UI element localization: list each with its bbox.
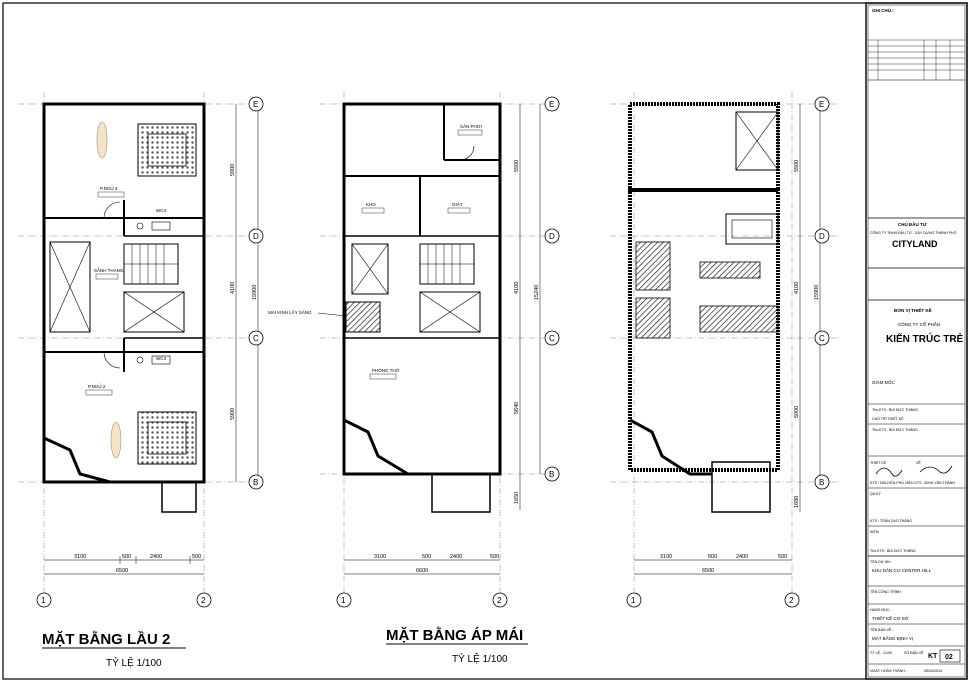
room-kho: KHO (366, 202, 376, 207)
tb-ngay: 05/04/2014 (924, 669, 942, 673)
dim-5500-c: 5500 (794, 160, 800, 172)
tb-chu-tri-label: CHỦ TRÌ THIẾT KẾ (872, 416, 904, 421)
plan2-title: MẶT BẰNG ÁP MÁI (386, 626, 523, 644)
dim-500-e: 500 (708, 554, 717, 560)
tb-ghi-chu: GHI CHÚ : (872, 7, 894, 13)
dim-6600-b: 6600 (416, 568, 428, 574)
room-wc3: WC3 (156, 356, 166, 361)
axis-2-1: 2 (201, 596, 206, 605)
plan-roof: 3100 500 2400 500 6500 5500 4100 5900 16… (610, 92, 840, 608)
tb-cdt-company: CÔNG TY TNHH ĐẦU TƯ - XÂY DỰNG THÀNH PHỐ (870, 230, 957, 235)
axis-1-3: 1 (631, 596, 636, 605)
room-san-phoi: SÂN PHƠI (460, 123, 482, 129)
tb-giam-doc: GIÁM ĐỐC (872, 379, 896, 385)
tb-ban-ve: MẶT BẰNG ĐỊNH VỊ (872, 634, 913, 641)
tb-kiem: KIỂM (870, 529, 879, 534)
dim-15900-c: 15900 (814, 285, 820, 300)
axis-d-3: D (819, 232, 825, 241)
axis-1-1: 1 (41, 596, 46, 605)
dim-500-b: 500 (192, 554, 201, 560)
tb-kt-no: 02 (945, 654, 953, 661)
plan2-scale: TỶ LỆ 1/100 (452, 652, 508, 665)
dim-6500-a: 6500 (116, 568, 128, 574)
axis-b-2: B (549, 470, 554, 479)
dim-1680-c: 1680 (794, 496, 800, 508)
axis-2-2: 2 (497, 596, 502, 605)
title-block: GHI CHÚ : CHỦ ĐẦU TƯ CÔNG TY TNHH ĐẦU TƯ… (865, 2, 968, 680)
tb-so-ban-ve: SỐ BẢN VẼ (904, 650, 924, 655)
tb-chu-tri: Ths.KTS : BÙI ĐỨC THẮNG (872, 407, 918, 412)
room-giat: GIẶT (452, 201, 463, 207)
dim-3100-b: 3100 (374, 554, 386, 560)
tb-thiet-ke: THIẾT KẾ (870, 460, 887, 465)
dim-4100-a: 4100 (230, 282, 236, 294)
tb-kiem-name: Ths.KTS : BÙI ĐỨC THẮNG (870, 548, 916, 553)
tb-ve: VẼ (916, 460, 921, 465)
axis-1-2: 1 (341, 596, 346, 605)
tb-qa-name: KTS : TRẦN CAO THẮNG (870, 518, 912, 523)
tb-don-vi: ĐƠN VỊ THIẾT KẾ (894, 307, 932, 313)
axis-b-3: B (819, 478, 824, 487)
dim-5900-a: 5900 (230, 164, 236, 176)
room-phong-tho: PHÒNG THỜ (372, 367, 400, 373)
tb-kt: KT (928, 653, 938, 660)
dim-2400-a: 2400 (150, 554, 162, 560)
axis-b-1: B (253, 478, 258, 487)
label-mai-kinh: MÁI KÍNH LẤY SÁNG (268, 309, 312, 315)
dim-500-c: 500 (422, 554, 431, 560)
tb-cong-trinh-label: TÊN CÔNG TRÌNH : (870, 589, 903, 594)
dim-500-a: 500 (122, 554, 131, 560)
tb-cdt-brand: CITYLAND (892, 239, 938, 249)
tb-hang-muc: THIẾT KẾ CƠ SỞ (872, 615, 909, 621)
tb-ngay-label: NGÀY HOÀN THÀNH : (870, 669, 907, 673)
tb-hang-muc-label: HẠNG MỤC : (870, 608, 892, 612)
dim-4100-c: 4100 (794, 282, 800, 294)
dim-15900-a: 15900 (252, 285, 258, 300)
room-wc4: WC4 (156, 208, 166, 213)
plan1-scale: TỶ LỆ 1/100 (106, 656, 162, 669)
tb-du-an: KHU DÂN CƯ CENTER HILL (872, 567, 932, 573)
axis-d-1: D (253, 232, 259, 241)
dim-3100-c: 3100 (660, 554, 672, 560)
plan-lau-2: P.NGỦ 3 WC4 SẢNH THANG WC3 P.NGỦ 2 3100 … (18, 92, 264, 669)
axis-e-1: E (253, 100, 258, 109)
dim-5640-b: 5640 (514, 402, 520, 414)
room-sanh-thang: SẢNH THANG (94, 267, 124, 273)
dim-500-f: 500 (778, 554, 787, 560)
dim-1650-b: 1650 (514, 492, 520, 504)
dim-5900-b: 5900 (230, 408, 236, 420)
tb-du-an-label: TÊN DỰ ÁN : (870, 559, 892, 564)
tb-thiet-ke-name: Ths.KTS : BÙI ĐỨC THẮNG (872, 427, 918, 432)
dim-2400-c: 2400 (736, 554, 748, 560)
axis-2-3: 2 (789, 596, 794, 605)
dim-4100-b: 4100 (514, 282, 520, 294)
tb-chu-dau-tu: CHỦ ĐẦU TƯ (898, 221, 927, 227)
tb-ve-name: KTS : NGUYỄN PHÚ HIỆU KTS : ĐINH VĂN THÀ… (870, 480, 955, 485)
axis-c-2: C (549, 334, 555, 343)
dim-15240-b: 15240 (534, 285, 540, 300)
axis-c-3: C (819, 334, 825, 343)
dim-3100-a: 3100 (74, 554, 86, 560)
tb-qa-ky: QA KÝ (870, 492, 881, 496)
plan-ap-mai: SÂN PHƠI KHO GIẶT PHÒNG THỜ MÁI KÍNH LẤY… (268, 92, 562, 665)
axis-c-1: C (253, 334, 259, 343)
dim-2400-b: 2400 (450, 554, 462, 560)
axis-e-2: E (549, 100, 554, 109)
tb-dv-company: CÔNG TY CỔ PHẦN (898, 321, 940, 327)
dim-5500-b: 5500 (514, 160, 520, 172)
plan1-title: MẶT BẰNG LẦU 2 (42, 630, 170, 648)
axis-e-3: E (819, 100, 824, 109)
tb-ban-ve-label: TÊN BẢN VẼ : (870, 627, 893, 632)
room-pngu3: P.NGỦ 3 (100, 185, 118, 191)
tb-ty-le: TỶ LỆ : 1/100 (870, 650, 892, 655)
axis-d-2: D (549, 232, 555, 241)
dim-5900-c: 5900 (794, 406, 800, 418)
tb-dv-brand: KIẾN TRÚC TRẺ (886, 332, 964, 345)
room-pngu2: P.NGỦ 2 (88, 383, 106, 389)
dim-500-d: 500 (490, 554, 499, 560)
dim-6500-c: 6500 (702, 568, 714, 574)
